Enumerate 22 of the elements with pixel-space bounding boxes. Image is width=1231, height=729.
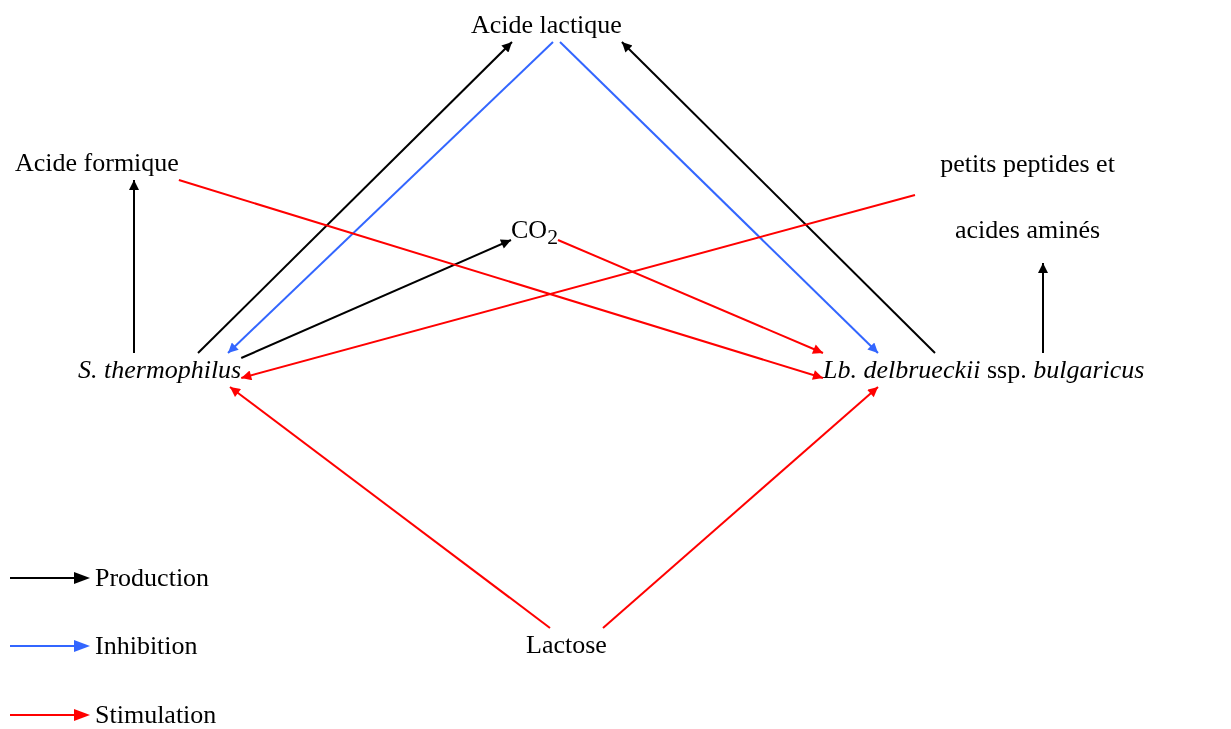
- arrow: [620, 41, 936, 354]
- node-label: Acide lactique: [471, 8, 622, 42]
- arrow: [129, 179, 139, 354]
- arrow: [559, 41, 879, 354]
- node-label: Acide formique: [15, 146, 179, 180]
- node-label: Lb. delbrueckii ssp. bulgaricus: [823, 353, 1145, 387]
- arrow: [240, 239, 512, 359]
- legend-label: Production: [95, 563, 210, 593]
- arrow: [227, 41, 554, 354]
- node-label: Lactose: [526, 628, 607, 662]
- node-label: CO$_{2}$: [511, 213, 558, 255]
- arrow: [1038, 262, 1048, 354]
- arrow: [556, 239, 824, 354]
- legend-label: Stimulation: [95, 700, 217, 729]
- arrow: [197, 41, 513, 354]
- arrow: [602, 386, 879, 629]
- arrow: [240, 194, 916, 381]
- legend-label: Inhibition: [95, 631, 198, 661]
- arrow: [177, 179, 824, 380]
- node-label: S. thermophilus: [78, 353, 242, 387]
- node-label: petits peptides et acides aminés: [915, 131, 1140, 263]
- arrow: [229, 386, 551, 629]
